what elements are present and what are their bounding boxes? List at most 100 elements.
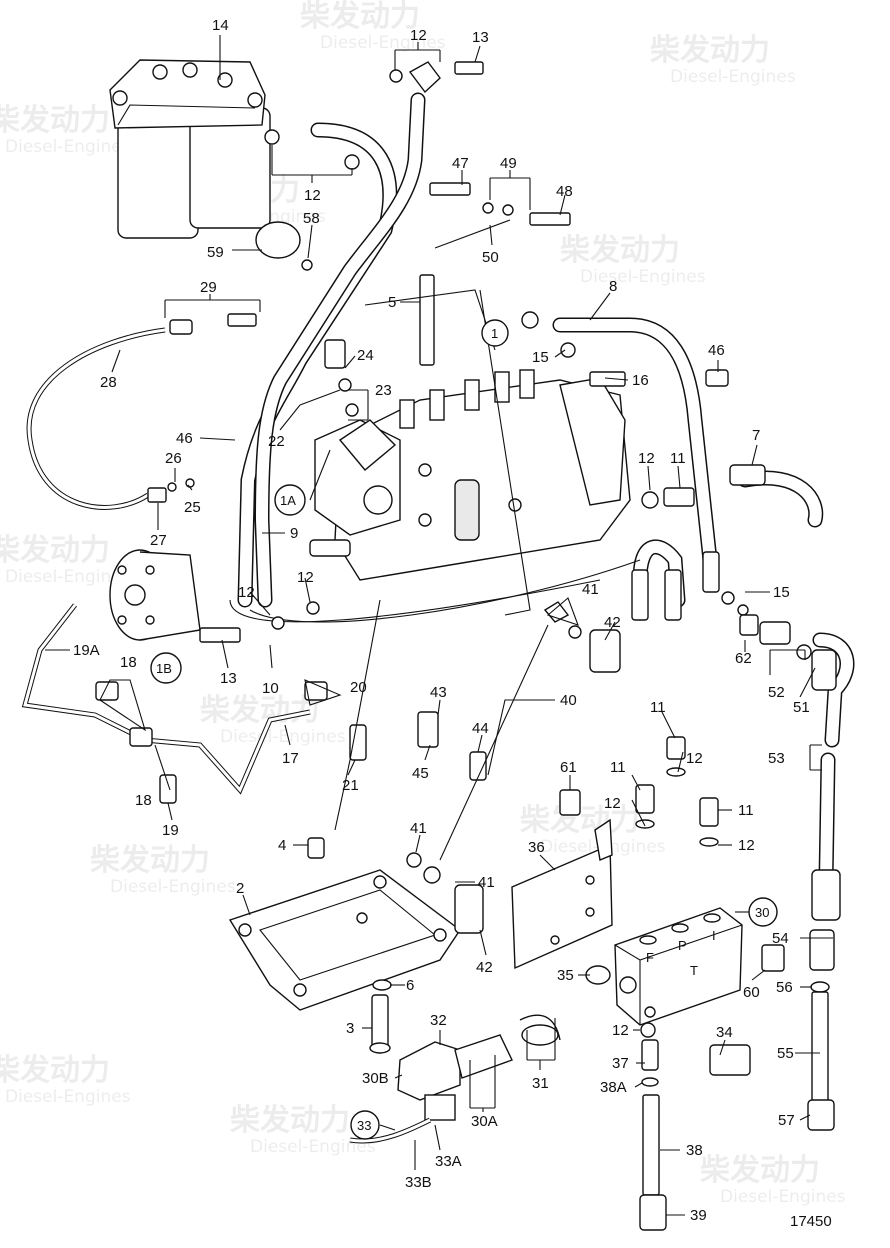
- label-53: 53: [768, 750, 785, 767]
- label-33: 33: [357, 1118, 371, 1133]
- label-29: 29: [200, 279, 217, 296]
- injection-pump: [309, 369, 631, 581]
- watermark-text: Diesel-Engines: [220, 727, 346, 747]
- label-18: 18: [120, 654, 137, 671]
- label-25: 25: [184, 499, 201, 516]
- label-59: 59: [207, 244, 224, 261]
- watermark-text: 柴发动力: [0, 1053, 110, 1088]
- label-38A: 38A: [600, 1079, 627, 1096]
- label-12: 12: [238, 584, 255, 601]
- label-1A: 1A: [280, 493, 296, 508]
- label-4: 4: [278, 837, 286, 854]
- label-31: 31: [532, 1075, 549, 1092]
- label-51: 51: [793, 699, 810, 716]
- watermark-text: Diesel-Engines: [110, 877, 236, 897]
- label-12: 12: [638, 450, 655, 467]
- label-48: 48: [556, 183, 573, 200]
- watermark-text: Diesel-Engines: [670, 67, 796, 87]
- label-12: 12: [297, 569, 314, 586]
- label-54: 54: [772, 930, 789, 947]
- bolt-3: [307, 837, 392, 1054]
- label-7: 7: [752, 427, 760, 444]
- label-40: 40: [560, 692, 577, 709]
- plate: [511, 818, 613, 970]
- label-16: 16: [632, 372, 649, 389]
- label-28: 28: [100, 374, 117, 391]
- label-12: 12: [612, 1022, 629, 1039]
- block-mark-F: F: [646, 950, 654, 965]
- label-9: 9: [290, 525, 298, 542]
- watermark-text: 柴发动力: [0, 533, 110, 568]
- label-1B: 1B: [156, 661, 172, 676]
- label-27: 27: [150, 532, 167, 549]
- label-35: 35: [557, 967, 574, 984]
- label-46: 46: [708, 342, 725, 359]
- block-mark-T: T: [690, 963, 698, 978]
- watermark-text: 柴发动力: [200, 693, 320, 728]
- label-20: 20: [350, 679, 367, 696]
- label-60: 60: [743, 984, 760, 1001]
- label-50: 50: [482, 249, 499, 266]
- bracket: [228, 869, 461, 1011]
- label-12: 12: [686, 750, 703, 767]
- label-13: 13: [220, 670, 237, 687]
- label-34: 34: [716, 1024, 733, 1041]
- label-57: 57: [778, 1112, 795, 1129]
- fittings: [95, 61, 841, 1231]
- label-5: 5: [388, 294, 396, 311]
- label-49: 49: [500, 155, 517, 172]
- label-43: 43: [430, 684, 447, 701]
- label-11: 11: [670, 450, 686, 467]
- label-18: 18: [135, 792, 152, 809]
- label-15: 15: [773, 584, 790, 601]
- watermark-text: 柴发动力: [560, 233, 680, 268]
- watermark: 柴发动力 Diesel-Engines 柴发动力 Diesel-Engines …: [0, 0, 846, 1207]
- label-42: 42: [604, 614, 621, 631]
- label-12: 12: [738, 837, 755, 854]
- label-41: 41: [478, 874, 495, 891]
- label-30: 30: [755, 905, 769, 920]
- feed-pump: [109, 549, 201, 641]
- fuel-filter: [109, 59, 271, 239]
- label-17: 17: [282, 750, 299, 767]
- label-19A: 19A: [73, 642, 100, 659]
- label-3: 3: [346, 1020, 354, 1037]
- label-2: 2: [236, 880, 244, 897]
- watermark-text: Diesel-Engines: [5, 567, 131, 587]
- label-6: 6: [406, 977, 414, 994]
- callout-circles: [150, 319, 778, 1140]
- label-61: 61: [560, 759, 577, 776]
- label-37: 37: [612, 1055, 629, 1072]
- label-58: 58: [303, 210, 320, 227]
- label-12: 12: [304, 187, 321, 204]
- label-23: 23: [375, 382, 392, 399]
- label-56: 56: [776, 979, 793, 996]
- label-33B: 33B: [405, 1174, 432, 1191]
- watermark-text: Diesel-Engines: [5, 1087, 131, 1107]
- label-47: 47: [452, 155, 469, 172]
- label-19: 19: [162, 822, 179, 839]
- label-11: 11: [738, 802, 754, 819]
- watermark-text: 柴发动力: [300, 0, 420, 34]
- label-32: 32: [430, 1012, 447, 1029]
- label-22: 22: [268, 433, 285, 450]
- label-11: 11: [650, 699, 666, 716]
- block-mark-P: P: [678, 938, 687, 953]
- label-30B: 30B: [362, 1070, 389, 1087]
- watermark-text: 柴发动力: [650, 33, 770, 68]
- label-24: 24: [357, 347, 374, 364]
- watermark-text: Diesel-Engines: [5, 137, 131, 157]
- watermark-text: Diesel-Engines: [720, 1187, 846, 1207]
- label-41: 41: [410, 820, 427, 837]
- label-14: 14: [212, 17, 229, 34]
- label-52: 52: [768, 684, 785, 701]
- label-39: 39: [690, 1207, 707, 1224]
- label-41: 41: [582, 581, 599, 598]
- part-labels: 14 12 13 12 47 49 48 50 58 59 29 5 8 1 1…: [73, 17, 810, 1224]
- label-36: 36: [528, 839, 545, 856]
- block-mark-I: I: [712, 928, 716, 943]
- label-42: 42: [476, 959, 493, 976]
- watermark-text: 柴发动力: [90, 843, 210, 878]
- watermark-text: 柴发动力: [0, 103, 110, 138]
